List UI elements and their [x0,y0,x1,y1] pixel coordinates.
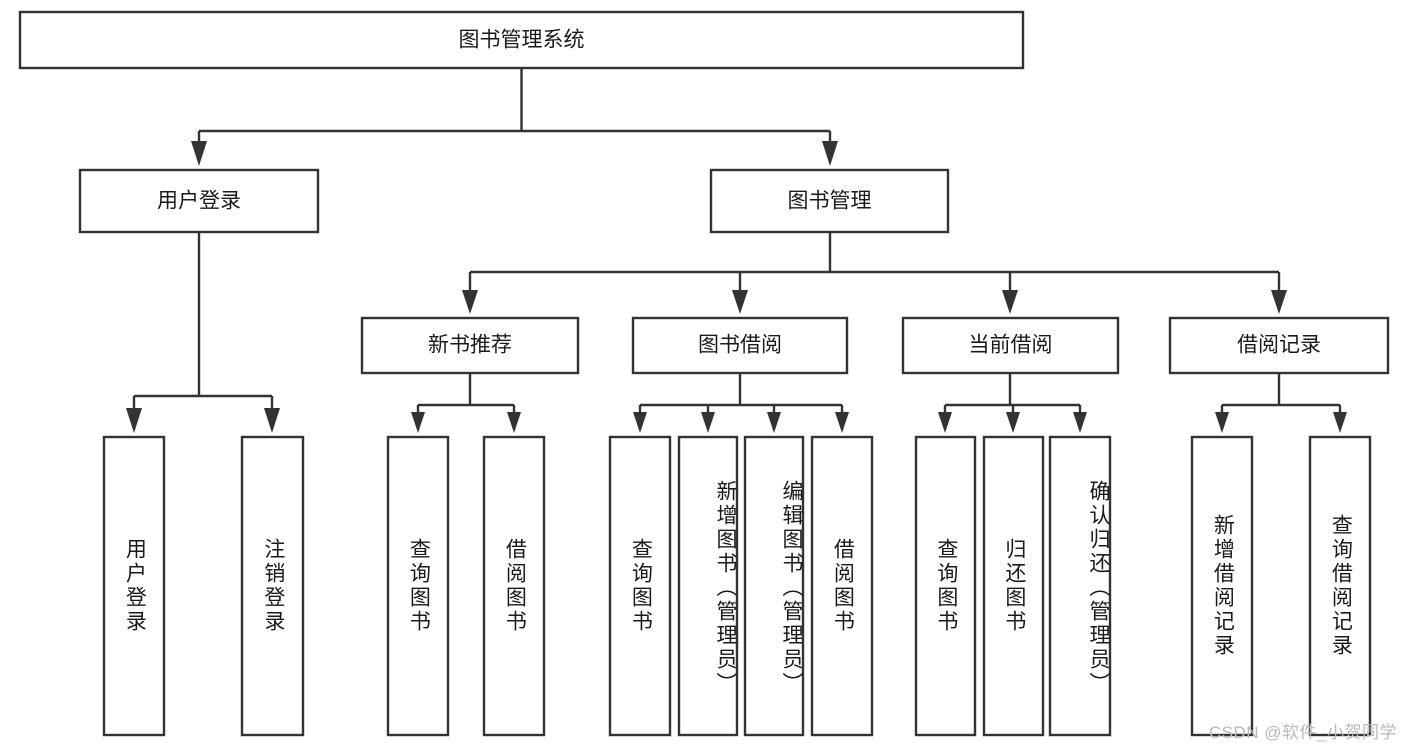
node-new-book-recommend-box[interactable] [360,316,580,375]
leaf-label-query-borrow-record: 查询借阅记录 [1329,514,1353,658]
arrow-head-bookborrow-edit [767,412,781,433]
edge-group-borrowrecord-to-leaves [1215,373,1347,433]
arrow-head-currentborrow [1002,290,1018,314]
edge-group-bookmgmt-to-level3 [462,232,1287,314]
leaf-label-current-query-book: 查询图书 [934,538,958,634]
arrow-head-user-login [191,141,207,166]
node-user-login-label: 用户登录 [157,190,241,213]
arrow-head-borrowrecord-add [1215,412,1229,433]
node-current-borrow-label: 当前借阅 [969,334,1053,357]
leaf-label-newbook-borrow-book: 借阅图书 [503,538,527,634]
arrow-head-book-mgmt [822,141,838,166]
leaf-label-borrow-book: 借阅图书 [831,538,855,634]
leaf-box-newbook-borrow-book[interactable] [482,435,546,737]
leaf-box-confirm-return-admin[interactable] [1048,435,1112,737]
node-book-borrow-label: 图书借阅 [698,334,782,357]
edge-group-userlogin-to-leaves [126,232,280,433]
node-borrow-record-label: 借阅记录 [1237,334,1321,357]
node-book-management-box[interactable] [709,168,950,234]
leaf-label-return-book: 归还图书 [1002,538,1026,634]
leaf-label-confirm-return-admin: 确认归还（管理员） [1087,480,1110,696]
node-book-borrow[interactable]: 图书借阅 [631,316,849,375]
leaf-box-borrow-query-book[interactable] [608,435,672,737]
arrow-head-newbook-query [411,412,425,433]
arrow-head-borrowrecord [1271,290,1287,314]
node-new-book-recommend[interactable]: 新书推荐 [360,316,580,375]
leaf-box-query-borrow-record[interactable] [1308,435,1372,737]
leaf-box-group [102,435,1372,737]
edge-group-bookborrow-to-leaves [633,373,849,433]
arrow-head-bookborrow [732,290,748,314]
arrow-head-borrowrecord-query [1333,412,1347,433]
leaf-box-add-borrow-record[interactable] [1190,435,1254,737]
node-root-system-label: 图书管理系统 [459,29,585,52]
arrow-head-bookborrow-add [701,412,715,433]
arrow-head-bookborrow-borrow [835,412,849,433]
arrow-head-newbook-borrow [507,412,521,433]
node-book-management[interactable]: 图书管理 [709,168,950,234]
leaf-box-logout[interactable] [240,435,305,737]
node-book-management-label: 图书管理 [788,190,872,213]
leaf-label-add-borrow-record: 新增借阅记录 [1211,514,1235,658]
arrow-head-leaf-user-login [126,408,142,433]
leaf-label-newbook-query-book: 查询图书 [407,538,431,634]
arrow-head-currentborrow-query [938,412,952,433]
node-current-borrow-box[interactable] [901,316,1120,375]
node-new-book-recommend-label: 新书推荐 [428,334,512,357]
edge-group-root-to-level2 [191,68,838,166]
leaf-label-borrow-query-book: 查询图书 [629,538,653,634]
leaf-label-edit-book-admin: 编辑图书（管理员） [780,480,803,696]
arrow-head-currentborrow-return [1006,412,1020,433]
node-current-borrow[interactable]: 当前借阅 [901,316,1120,375]
leaf-box-edit-book-admin[interactable] [743,435,805,737]
edge-group-currentborrow-to-leaves [938,373,1087,433]
leaf-box-current-query-book[interactable] [914,435,977,737]
leaf-box-return-book[interactable] [982,435,1045,737]
arrow-head-newbook [462,290,478,314]
node-book-borrow-box[interactable] [631,316,849,375]
node-root-system[interactable]: 图书管理系统 [18,10,1025,70]
arrow-head-bookborrow-query [633,412,647,433]
csdn-watermark: CSDN @软件_小贺同学 [1208,723,1397,742]
leaf-box-borrow-book[interactable] [810,435,874,737]
edge-group-newbook-to-leaves [411,373,521,433]
leaf-box-user-login[interactable] [102,435,166,737]
leaf-box-newbook-query-book[interactable] [386,435,450,737]
leaf-label-logout: 注销登录 [261,538,285,634]
leaf-label-user-login: 用户登录 [123,538,147,634]
leaf-box-add-book-admin[interactable] [677,435,739,737]
node-user-login[interactable]: 用户登录 [78,168,320,234]
node-borrow-record-box[interactable] [1168,316,1390,375]
arrow-head-currentborrow-confirm [1073,412,1087,433]
arrow-head-leaf-logout [264,408,280,433]
node-borrow-record[interactable]: 借阅记录 [1168,316,1390,375]
leaf-label-add-book-admin: 新增图书（管理员） [714,480,737,696]
node-user-login-box[interactable] [78,168,320,234]
node-root-system-box[interactable] [18,10,1025,70]
